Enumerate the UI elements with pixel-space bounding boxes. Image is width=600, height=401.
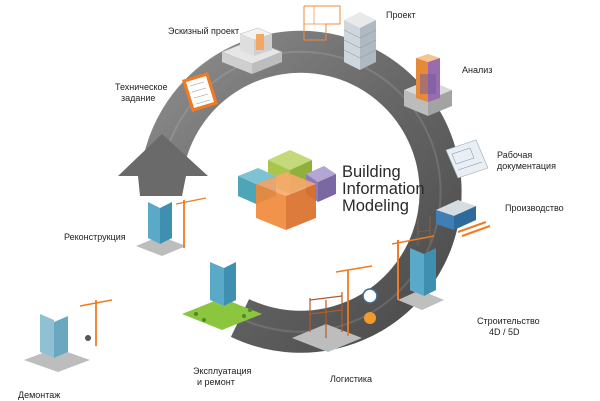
label-techtask-2: задание [121, 93, 156, 103]
center-title-line-2: Information [342, 180, 425, 198]
center-title-line-3: Modeling [342, 197, 409, 215]
label-sketch: Эскизный проект [168, 26, 240, 36]
cycle-arrow-head [118, 134, 208, 196]
stopwatch-icon [362, 288, 378, 304]
label-production: Производство [505, 203, 564, 213]
coin-icon [364, 312, 376, 324]
label-project: Проект [386, 10, 416, 20]
sketch-building-icon [221, 27, 283, 74]
production-icon [436, 200, 491, 237]
bim-cube-logo [238, 150, 336, 230]
label-operation-1: Эксплуатация [193, 366, 252, 376]
label-logistics: Логистика [330, 374, 373, 384]
reconstruction-building-icon [136, 197, 207, 256]
construction-crane-icon [391, 216, 444, 310]
label-operation-2: и ремонт [197, 377, 235, 387]
label-demolition: Демонтаж [18, 390, 61, 400]
label-construction-1: Строительство [477, 316, 540, 326]
analysis-building-icon [404, 54, 452, 116]
logistics-icon [292, 265, 378, 352]
label-construction-2: 4D / 5D [489, 327, 520, 337]
project-building-icon [303, 5, 377, 70]
operation-building-icon [182, 262, 262, 330]
center-title-line-1: Building [342, 163, 401, 181]
label-analysis: Анализ [462, 65, 493, 75]
label-workdoc-1: Рабочая [497, 150, 533, 160]
label-techtask-1: Техническое [115, 82, 168, 92]
label-reconstruction: Реконструкция [64, 232, 126, 242]
demolition-building-icon [24, 299, 113, 372]
tech-task-document-icon [182, 72, 218, 112]
center-title: Building Information Modeling [342, 164, 425, 215]
document-icon [445, 139, 489, 179]
label-workdoc-2: документация [497, 161, 556, 171]
